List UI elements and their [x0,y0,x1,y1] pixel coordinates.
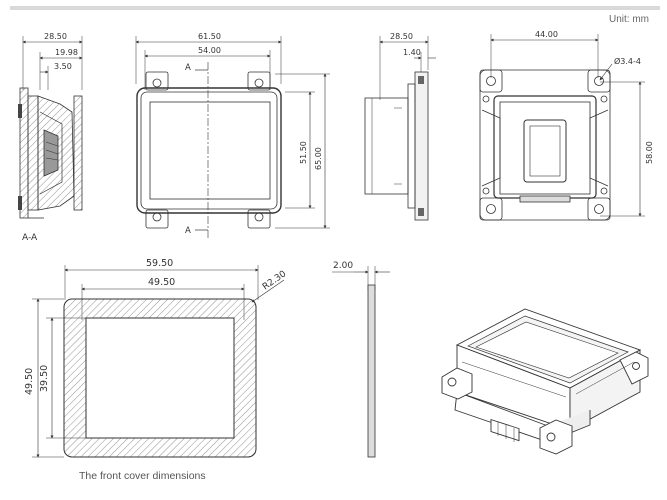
dim-cover-49-50: 49.50 [148,277,175,288]
header-bar [10,6,660,10]
dim-section-28-50: 28.50 [44,32,67,41]
dim-front-65-00: 65.00 [314,147,323,170]
dim-cover-59-50: 59.50 [146,258,173,269]
front-view [135,36,330,240]
dim-back-44-00: 44.00 [535,30,558,39]
front-cover-view [32,265,285,458]
side-view [364,36,436,221]
cut-mark-bottom: A [185,226,191,236]
dim-section-19-98: 19.98 [55,48,78,57]
thickness-view [332,266,390,458]
back-view [479,34,645,221]
dim-back-58-00: 58.00 [645,141,654,164]
dim-front-54-00: 54.00 [198,46,221,55]
front-cover-caption: The front cover dimensions [79,470,206,482]
section-label: A-A [22,233,38,243]
dim-front-51-50: 51.50 [299,141,308,164]
unit-label: Unit: mm [609,14,649,25]
dim-cover-49-50-vertical: 49.50 [24,368,35,395]
cut-mark-top: A [185,63,191,73]
dim-cover-39-50-vertical: 39.50 [39,365,50,392]
isometric-view [441,308,649,455]
dim-cover-radius: R2.30 [261,269,288,292]
dim-section-3-50: 3.50 [54,62,72,71]
dim-back-hole: Ø3.4-4 [614,56,641,66]
dim-thickness-2-00: 2.00 [333,261,353,271]
section-view-a-a [18,36,83,219]
dim-side-28-50: 28.50 [390,32,413,41]
dim-front-61-50: 61.50 [198,32,221,41]
dim-side-1-40: 1.40 [403,48,421,57]
